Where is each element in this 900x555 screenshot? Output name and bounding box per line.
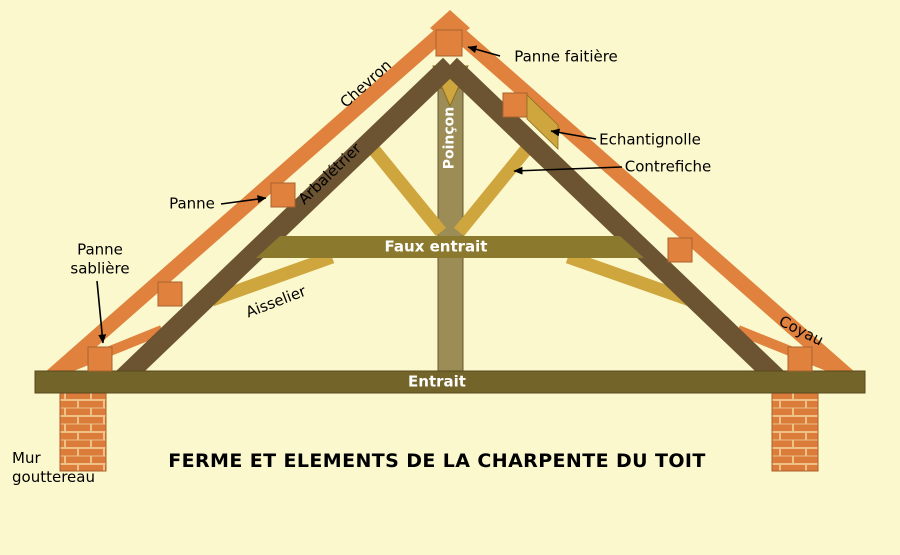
panne-right-upper-block <box>502 92 528 118</box>
poincon-label: Poinçon <box>441 106 458 170</box>
aisselier-left-brace <box>209 250 335 307</box>
contrefiche-right-strut <box>453 141 535 237</box>
faux-entrait-label: Faux entrait <box>384 237 488 256</box>
faux-entrait-beam <box>256 236 644 258</box>
arrow-panne-faitiere <box>467 45 501 57</box>
chevron-left-beam <box>39 20 455 389</box>
arbaletrier-left-beam <box>111 57 457 391</box>
mur-gouttereau-label: Mur gouttereau <box>12 449 95 486</box>
entrait-label: Entrait <box>408 372 466 391</box>
panne-sabliere-right-block <box>787 346 813 372</box>
panne-label: Panne <box>169 194 215 213</box>
panne-left-upper-block <box>270 182 296 208</box>
entrait-beam <box>34 370 866 394</box>
arrow-contrefiche <box>513 166 623 175</box>
arrow-echantignolle <box>550 128 597 140</box>
contrefiche-left-strut <box>365 141 447 237</box>
echantignolle-block <box>526 94 559 150</box>
arrow-panne <box>220 195 267 205</box>
contrefiche-label: Contrefiche <box>624 157 712 176</box>
panne-left-lower-block <box>157 281 183 307</box>
panne-sabliere-left-block <box>87 346 113 372</box>
diagram-title: FERME ET ELEMENTS DE LA CHARPENTE DU TOI… <box>168 450 706 472</box>
poincon-post <box>437 87 464 384</box>
echantignolle-label: Echantignolle <box>599 130 701 149</box>
right-wall-pillar <box>771 392 819 472</box>
arrow-panne-sabliere <box>96 280 107 344</box>
panne-right-lower-block <box>667 237 693 263</box>
left-wall-pillar <box>59 392 107 472</box>
aisselier-right-brace <box>565 250 693 307</box>
panne-sabliere-label: Panne sablière <box>70 240 130 277</box>
arbaletrier-right-beam <box>443 57 789 391</box>
panne-faitiere-block <box>435 29 463 57</box>
chevron-right-beam <box>445 20 861 389</box>
panne-faitiere-label: Panne faitière <box>514 47 618 66</box>
